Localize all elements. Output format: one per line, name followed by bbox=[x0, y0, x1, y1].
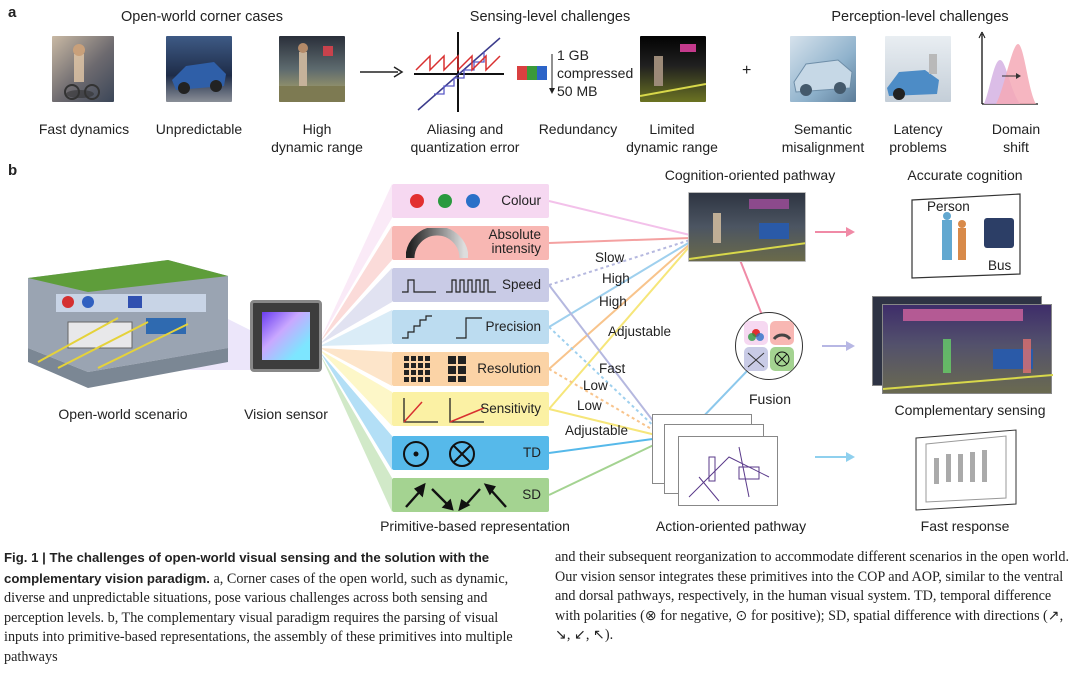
pathway-label-high-1: High bbox=[602, 271, 630, 286]
primitive-label-sensitivity: Sensitivity bbox=[480, 401, 541, 416]
label-aliasing: Aliasing and quantization error bbox=[410, 121, 520, 155]
heading-sensing: Sensing-level challenges bbox=[469, 9, 631, 25]
primitive-label-td: TD bbox=[523, 445, 541, 460]
label-domain-shift: Domain shift bbox=[991, 121, 1041, 155]
primitive-td: TD bbox=[392, 436, 549, 470]
label-complementary-sensing: Complementary sensing bbox=[894, 402, 1046, 418]
panel-b-letter: b bbox=[8, 162, 18, 179]
label-fast-dynamics: Fast dynamics bbox=[38, 121, 130, 137]
aop-image-stack bbox=[652, 414, 782, 510]
primitive-label-colour: Colour bbox=[501, 193, 541, 208]
primitive-speed: Speed bbox=[392, 268, 549, 302]
accurate-cognition-panel bbox=[908, 192, 1024, 280]
primitive-sensitivity: Sensitivity bbox=[392, 392, 549, 426]
fast-dynamics-image bbox=[52, 36, 114, 102]
semantic-misalignment-image bbox=[790, 36, 856, 102]
primitive-sd: SD bbox=[392, 478, 549, 512]
redundancy-text: 1 GB compressed 50 MB bbox=[557, 47, 634, 99]
label-vision-sensor: Vision sensor bbox=[244, 406, 328, 422]
complementary-sensing-image bbox=[872, 296, 1058, 396]
caption-left: Fig. 1 | The challenges of open-world vi… bbox=[4, 548, 528, 668]
primitive-label-precision: Precision bbox=[485, 319, 541, 334]
pathway-label-slow: Slow bbox=[595, 250, 625, 265]
caption-fig-title: Fig. 1 | The challenges of open-world vi… bbox=[4, 550, 490, 586]
heading-open-world: Open-world corner cases bbox=[121, 9, 283, 25]
label-accurate-cognition: Accurate cognition bbox=[907, 167, 1023, 183]
pathway-label-low-2: Low bbox=[577, 398, 602, 413]
plus-sign: + bbox=[742, 62, 752, 79]
label-primitive-representation: Primitive-based representation bbox=[380, 518, 570, 534]
limited-dynamic-range-image bbox=[640, 36, 706, 102]
primitive-precision: Precision bbox=[392, 310, 549, 344]
fusion-icon bbox=[735, 312, 803, 380]
primitive-resolution: Resolution bbox=[392, 352, 549, 386]
pathway-label-adjustable-1: Adjustable bbox=[608, 324, 672, 339]
pathway-label-adjustable-2: Adjustable bbox=[565, 423, 629, 438]
primitive-absolute-intensity: Absolute intensity bbox=[392, 226, 549, 260]
latency-problems-image bbox=[885, 36, 951, 102]
high-dynamic-range-image bbox=[279, 36, 345, 102]
primitive-label-absolute-intensity: Absolute intensity bbox=[488, 227, 541, 256]
label-fast-response: Fast response bbox=[920, 518, 1010, 534]
pathway-label-high-2: High bbox=[599, 294, 627, 309]
redundancy-arrow bbox=[549, 54, 555, 94]
primitive-label-speed: Speed bbox=[501, 277, 541, 292]
caption-left-text: a, Corner cases of the open world, such … bbox=[4, 570, 513, 665]
label-limited-dynamic-range: Limited dynamic range bbox=[626, 121, 718, 155]
flow-arrow bbox=[360, 66, 404, 78]
caption-right: and their subsequent reorganization to a… bbox=[555, 549, 1069, 644]
redundancy-icon bbox=[517, 64, 547, 82]
primitive-label-sd: SD bbox=[522, 487, 541, 502]
heading-perception: Perception-level challenges bbox=[831, 9, 1009, 25]
pathway-label-low-1: Low bbox=[583, 378, 608, 393]
pathway-label-fast: Fast bbox=[599, 361, 626, 376]
label-unpredictable: Unpredictable bbox=[155, 121, 243, 137]
label-open-world-scenario: Open-world scenario bbox=[58, 406, 188, 422]
fast-response-panel bbox=[912, 428, 1020, 512]
label-semantic-misalignment: Semantic misalignment bbox=[781, 121, 865, 155]
cop-image bbox=[688, 192, 806, 262]
label-redundancy: Redundancy bbox=[538, 121, 618, 137]
unpredictable-image bbox=[166, 36, 232, 102]
colour-dots bbox=[410, 194, 480, 208]
label-action-pathway: Action-oriented pathway bbox=[655, 518, 807, 534]
primitive-colour: Colour bbox=[392, 184, 549, 218]
panel-a-letter: a bbox=[8, 4, 17, 21]
label-bus: Bus bbox=[988, 258, 1012, 273]
label-cognition-pathway: Cognition-oriented pathway bbox=[664, 167, 836, 183]
vision-sensor-chip bbox=[250, 300, 322, 372]
label-high-dynamic-range: High dynamic range bbox=[271, 121, 363, 155]
aliasing-plot bbox=[414, 32, 504, 112]
label-latency: Latency problems bbox=[889, 121, 947, 155]
primitive-label-resolution: Resolution bbox=[477, 361, 541, 376]
domain-shift-plot bbox=[978, 31, 1038, 105]
open-world-scene bbox=[28, 260, 228, 388]
label-person: Person bbox=[927, 199, 970, 214]
label-fusion: Fusion bbox=[748, 391, 792, 407]
